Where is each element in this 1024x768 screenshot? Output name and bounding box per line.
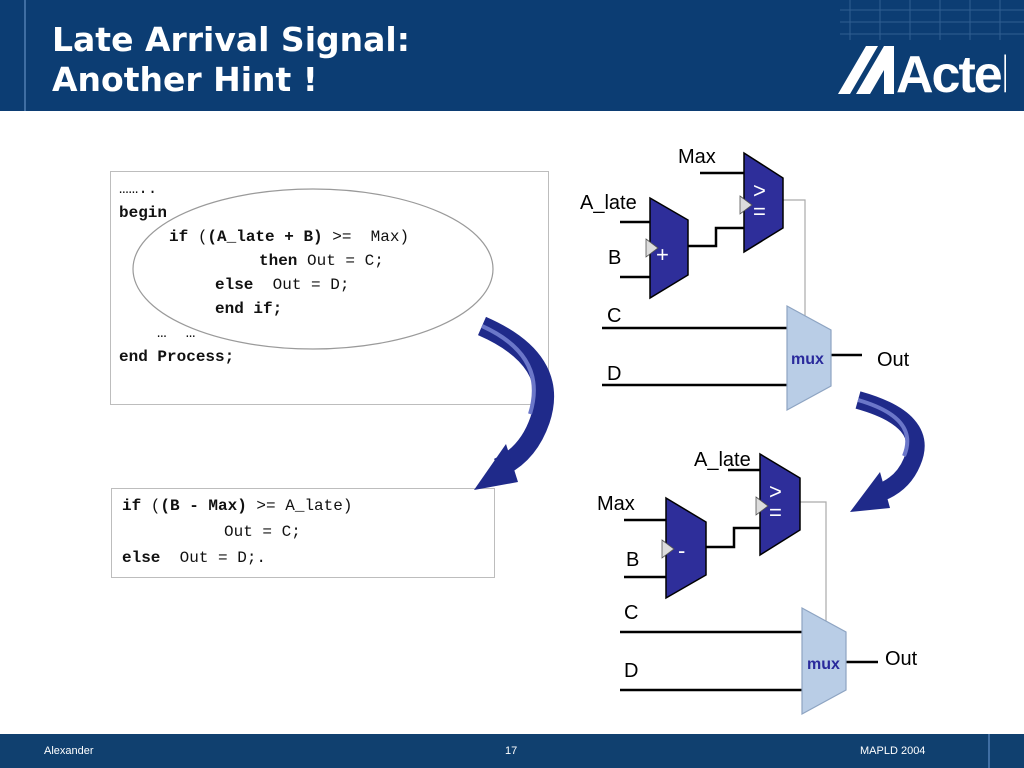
label-d: D bbox=[607, 363, 621, 385]
circuit-original: > = + mux Max A_late B C D Out bbox=[580, 146, 910, 412]
code-else-line: else Out = D; bbox=[215, 276, 350, 294]
mux-label: mux bbox=[791, 351, 824, 368]
code-highlight-ellipse bbox=[132, 188, 494, 350]
label-b: B bbox=[608, 247, 621, 269]
circuit-rewritten: > = - mux A_late Max B C D Out bbox=[597, 449, 918, 716]
mux-block bbox=[786, 304, 832, 412]
title-bar: Late Arrival Signal: Another Hint ! Acte… bbox=[0, 0, 1024, 111]
label-out: Out bbox=[877, 349, 910, 371]
label2-c: C bbox=[624, 602, 638, 624]
adder-block bbox=[649, 196, 689, 300]
label-a-late: A_late bbox=[580, 192, 637, 214]
label2-out: Out bbox=[885, 648, 918, 670]
title-line-1: Late Arrival Signal: bbox=[52, 20, 410, 59]
footer-event: MAPLD 2004 bbox=[860, 745, 926, 757]
label2-max: Max bbox=[597, 493, 635, 515]
logo-text: Actel bbox=[896, 46, 1006, 100]
code2-else-line: else Out = D;. bbox=[122, 549, 267, 567]
actel-logo: Actel bbox=[838, 46, 1006, 100]
code-box-rewritten: if ((B - Max) >= A_late) Out = C; else O… bbox=[111, 488, 495, 578]
compare2-op-top: > bbox=[769, 479, 782, 504]
title-line-2: Another Hint ! bbox=[52, 60, 318, 99]
comparator-block bbox=[743, 151, 784, 254]
slide-title: Late Arrival Signal: Another Hint ! bbox=[52, 20, 410, 100]
header-grid-decoration bbox=[840, 0, 1024, 40]
code-endif-line: end if; bbox=[215, 300, 283, 318]
compare-op-top: > bbox=[753, 178, 766, 203]
compare-op-bottom: = bbox=[753, 199, 766, 224]
code-begin: begin bbox=[119, 204, 168, 222]
mux-label-2: mux bbox=[807, 656, 840, 673]
code-then-line: then Out = C; bbox=[259, 252, 384, 270]
footer-author: Alexander bbox=[44, 745, 94, 757]
code2-if-line: if ((B - Max) >= A_late) bbox=[122, 497, 353, 515]
label2-a-late: A_late bbox=[694, 449, 751, 471]
code-box-original: …….. begin if ((A_late + B) >= Max) then… bbox=[110, 171, 549, 405]
transform-arrow-right bbox=[850, 391, 925, 512]
label2-d: D bbox=[624, 660, 638, 682]
footer-divider bbox=[988, 734, 990, 768]
subtractor-block bbox=[665, 496, 707, 600]
header-divider bbox=[24, 0, 26, 111]
footer-bar: Alexander 17 MAPLD 2004 bbox=[0, 734, 1024, 768]
label2-b: B bbox=[626, 549, 639, 571]
code-end-process: end Process; bbox=[119, 348, 235, 366]
label-max: Max bbox=[678, 146, 716, 168]
label-c: C bbox=[607, 305, 621, 327]
subtractor-op: - bbox=[678, 538, 685, 563]
code-if-line: if ((A_late + B) >= Max) bbox=[169, 228, 410, 246]
code2-out-c: Out = C; bbox=[224, 523, 301, 541]
comparator-block-2 bbox=[759, 452, 801, 557]
compare2-op-bottom: = bbox=[769, 500, 782, 525]
transform-arrow-left bbox=[474, 316, 554, 490]
code-ellipsis: …….. bbox=[119, 180, 158, 198]
footer-page-number: 17 bbox=[505, 745, 518, 757]
adder-op: + bbox=[656, 242, 669, 267]
code-dots: … … bbox=[157, 324, 196, 342]
mux-block-2 bbox=[801, 606, 847, 716]
